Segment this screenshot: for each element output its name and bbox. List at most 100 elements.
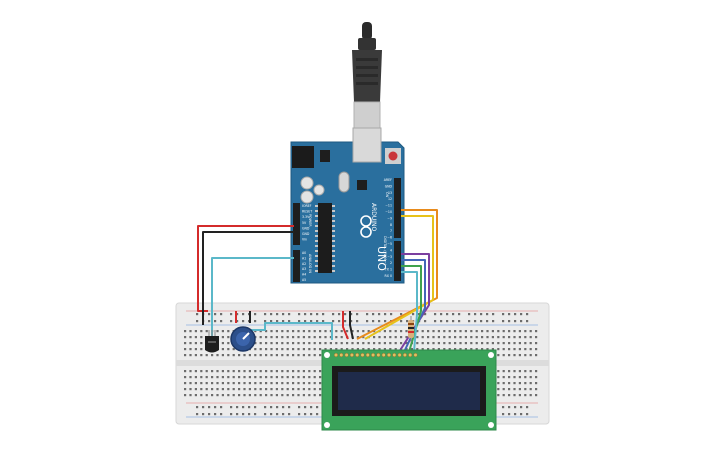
breadboard-hole <box>356 330 359 333</box>
chip-pin <box>315 205 318 207</box>
breadboard-hole <box>502 342 505 345</box>
breadboard-hole <box>329 336 332 339</box>
breadboard-hole <box>292 330 295 333</box>
breadboard-hole <box>275 354 278 357</box>
breadboard-hole <box>286 382 289 385</box>
chip-pin <box>315 265 318 267</box>
breadboard-hole <box>535 370 538 373</box>
breadboard-hole <box>378 348 381 351</box>
breadboard-hole <box>524 354 527 357</box>
breadboard-hole <box>475 342 478 345</box>
breadboard-hole <box>216 382 219 385</box>
breadboard-hole <box>356 336 359 339</box>
wire-a0-cyan <box>211 257 294 340</box>
breadboard-hole <box>350 320 353 323</box>
breadboard-hole <box>319 388 322 391</box>
breadboard-hole <box>470 330 473 333</box>
breadboard-hole <box>421 342 424 345</box>
chip-pin <box>332 205 335 207</box>
breadboard-hole <box>427 336 430 339</box>
breadboard-hole <box>464 348 467 351</box>
breadboard-hole <box>329 342 332 345</box>
breadboard-hole <box>497 376 500 379</box>
chip-pin <box>315 225 318 227</box>
breadboard-hole <box>513 388 516 391</box>
breadboard-hole <box>238 394 241 397</box>
breadboard-hole <box>518 330 521 333</box>
breadboard-hole <box>308 342 311 345</box>
breadboard-hole <box>424 313 427 316</box>
lcd-16x2-icon <box>321 349 497 431</box>
breadboard-hole <box>286 336 289 339</box>
breadboard-hole <box>454 348 457 351</box>
breadboard-hole <box>281 376 284 379</box>
breadboard-hole <box>440 320 443 323</box>
breadboard-hole <box>373 348 376 351</box>
pin-label: GND <box>302 226 310 230</box>
breadboard-hole <box>329 330 332 333</box>
breadboard-hole <box>254 382 257 385</box>
breadboard-hole <box>308 394 311 397</box>
breadboard-hole <box>366 320 369 323</box>
chip-pin <box>332 220 335 222</box>
wire-pot-cyan <box>248 322 333 340</box>
breadboard-hole <box>220 406 223 409</box>
pin-label: GND <box>302 232 310 236</box>
breadboard-hole <box>275 342 278 345</box>
breadboard-hole <box>313 354 316 357</box>
breadboard-hole <box>184 376 187 379</box>
breadboard-hole <box>297 382 300 385</box>
breadboard-hole <box>232 394 235 397</box>
breadboard-hole <box>308 382 311 385</box>
breadboard-hole <box>232 388 235 391</box>
breadboard-hole <box>518 354 521 357</box>
chip-pin <box>315 270 318 272</box>
wire-rail-red <box>342 311 349 340</box>
breadboard-hole <box>200 354 203 357</box>
breadboard-hole <box>502 330 505 333</box>
breadboard-hole <box>308 354 311 357</box>
breadboard-hole <box>481 330 484 333</box>
breadboard-hole <box>362 342 365 345</box>
breadboard-hole <box>324 330 327 333</box>
breadboard-hole <box>276 413 279 416</box>
breadboard-hole <box>319 330 322 333</box>
breadboard-hole <box>286 348 289 351</box>
breadboard-hole <box>416 348 419 351</box>
breadboard-hole <box>302 376 305 379</box>
breadboard-hole <box>524 348 527 351</box>
breadboard-hole <box>194 330 197 333</box>
breadboard-hole <box>514 406 517 409</box>
breadboard-hole <box>248 376 251 379</box>
breadboard-hole <box>310 406 313 409</box>
breadboard-hole <box>502 413 505 416</box>
breadboard-hole <box>524 336 527 339</box>
breadboard-hole <box>292 354 295 357</box>
breadboard-hole <box>200 370 203 373</box>
breadboard-hole <box>319 370 322 373</box>
breadboard-hole <box>508 313 511 316</box>
breadboard-hole <box>211 354 214 357</box>
breadboard-hole <box>270 348 273 351</box>
breadboard-hole <box>338 320 341 323</box>
breadboard-hole <box>464 342 467 345</box>
breadboard-hole <box>324 336 327 339</box>
pin-label: TX 1 <box>384 268 392 272</box>
breadboard-hole <box>214 413 217 416</box>
breadboard-hole <box>242 413 245 416</box>
breadboard-hole <box>265 388 268 391</box>
breadboard-hole <box>298 413 301 416</box>
breadboard-hole <box>344 320 347 323</box>
breadboard-hole <box>308 348 311 351</box>
pin-label: ~5 <box>387 242 392 246</box>
breadboard-hole <box>518 388 521 391</box>
breadboard-hole <box>265 342 268 345</box>
breadboard-hole <box>319 354 322 357</box>
power-header-label: POWER <box>308 214 312 227</box>
breadboard-hole <box>340 348 343 351</box>
breadboard-hole <box>502 394 505 397</box>
breadboard-hole <box>265 348 268 351</box>
breadboard-hole <box>292 336 295 339</box>
breadboard-hole <box>216 370 219 373</box>
